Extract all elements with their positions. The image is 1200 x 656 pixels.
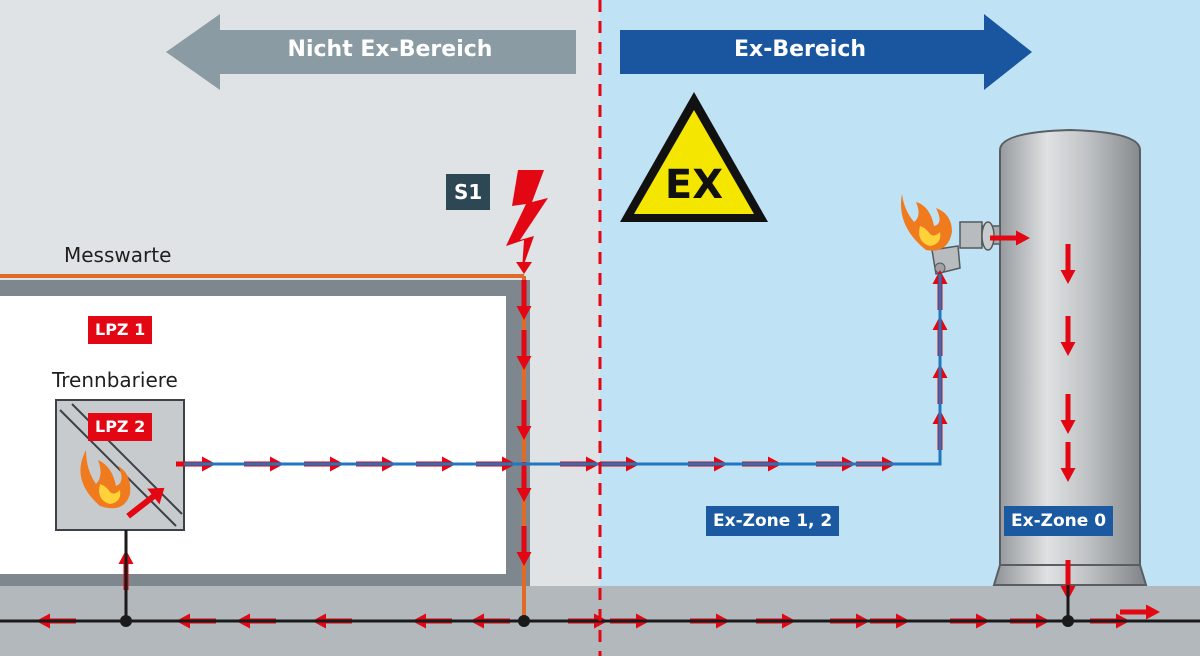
- signal-line: [184, 274, 942, 466]
- thermometer-sensor-icon: [931, 221, 1001, 275]
- surge-arrow: [1120, 604, 1160, 620]
- surge-arrow: [1060, 244, 1076, 284]
- surge-arrow: [516, 400, 532, 440]
- earth-junction-node: [518, 615, 530, 627]
- surge-arrow: [516, 280, 532, 320]
- spark-flame-icon: [901, 194, 952, 251]
- non-ex-direction-arrow: [166, 14, 576, 90]
- earth-junction-node: [1062, 615, 1074, 627]
- earth-junction-node: [120, 615, 132, 627]
- lpz2-badge: LPZ 2: [88, 413, 153, 441]
- tank-icon: [992, 128, 1148, 586]
- lightning-bolt-arrow-tip: [516, 262, 532, 274]
- spark-flame-icon: [80, 450, 131, 509]
- ex-warning-sign-fill: [634, 110, 754, 214]
- barrier-label: Trennbariere: [52, 368, 178, 392]
- ex-area-label: Ex-Bereich: [733, 37, 867, 62]
- surge-arrow: [1060, 316, 1076, 356]
- s1-badge: S1: [446, 174, 491, 210]
- surge-arrow: [516, 330, 532, 370]
- ex-zone-0-badge: Ex-Zone 0: [1004, 506, 1114, 536]
- barrier-diagonal: [59, 409, 177, 527]
- surge-arrow: [516, 462, 532, 502]
- surge-arrow: [990, 230, 1030, 246]
- lightning-bolt-icon: [506, 170, 548, 270]
- surge-arrow-diagonal: [126, 487, 165, 519]
- control-room-label: Messwarte: [64, 243, 172, 267]
- ex-direction-arrow: [620, 14, 1032, 90]
- surge-arrow: [516, 526, 532, 566]
- lpz1-badge: LPZ 1: [88, 316, 153, 344]
- ex-zone-12-badge: Ex-Zone 1, 2: [706, 506, 840, 536]
- non-ex-area-label: Nicht Ex-Bereich: [287, 37, 493, 62]
- ex-sign-text: EX: [664, 162, 724, 208]
- surge-arrow: [1060, 394, 1076, 434]
- surge-arrow: [1060, 442, 1076, 482]
